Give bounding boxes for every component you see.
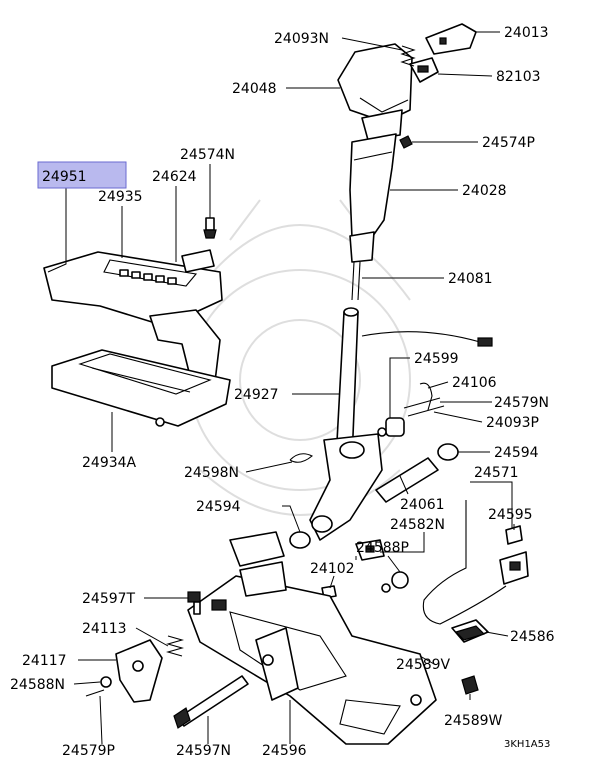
lever-boot-24028[interactable] [349, 133, 397, 263]
callout-24596[interactable]: 24596 [262, 743, 307, 759]
collar-24061[interactable] [375, 457, 439, 503]
callout-24935[interactable]: 24935 [98, 189, 143, 205]
callout-82103[interactable]: 82103 [496, 69, 541, 85]
lever-base-assembly[interactable] [309, 433, 383, 541]
callout-24624[interactable]: 24624 [152, 169, 197, 185]
connector-24586[interactable] [451, 619, 489, 643]
lever-rod-24081[interactable] [351, 261, 361, 301]
spring-24579N[interactable] [403, 397, 445, 417]
knob-button-24013[interactable] [425, 23, 477, 55]
cable-24599 [361, 331, 493, 347]
leader-lines [47, 31, 515, 745]
indicator-panel-24935[interactable] [43, 251, 223, 391]
callout-24595[interactable]: 24595 [488, 507, 533, 523]
clip-24598N[interactable] [289, 453, 313, 463]
callout-24589V[interactable]: 24589V [396, 657, 451, 673]
bushing-24093P[interactable] [377, 417, 405, 437]
lever-shaft-24927[interactable] [335, 307, 359, 461]
spring-24113[interactable] [165, 635, 185, 657]
lever-24117[interactable] [115, 639, 163, 703]
bracket-piece-24594[interactable] [229, 531, 285, 567]
callout-24061[interactable]: 24061 [400, 497, 445, 513]
callout-24934A[interactable]: 24934A [82, 455, 137, 471]
shift-knob[interactable] [337, 43, 413, 141]
pin-24579P[interactable] [85, 689, 105, 697]
callout-24574N[interactable]: 24574N [180, 147, 235, 163]
slide-plate-24934A[interactable] [51, 349, 231, 427]
screw-24574N[interactable] [203, 217, 217, 239]
callout-24594-right[interactable]: 24594 [494, 445, 539, 461]
callout-24598N[interactable]: 24598N [184, 465, 239, 481]
bushing-24594-right[interactable] [437, 443, 459, 461]
spring-24093N[interactable] [400, 45, 416, 67]
callout-24106[interactable]: 24106 [452, 375, 497, 391]
callout-24013[interactable]: 24013 [504, 25, 549, 41]
callout-24589W[interactable]: 24589W [444, 713, 503, 729]
callout-24597T[interactable]: 24597T [82, 591, 136, 607]
bolt-24597N[interactable] [173, 675, 249, 729]
diagram-code: 3KH1A53 [504, 739, 550, 750]
knob-switch-82103[interactable] [409, 57, 439, 83]
callout-24582N[interactable]: 24582N [390, 517, 445, 533]
screw-24574P[interactable] [399, 135, 413, 149]
switch-24582N[interactable] [355, 539, 385, 561]
callout-24927[interactable]: 24927 [234, 387, 279, 403]
callout-24117[interactable]: 24117 [22, 653, 67, 669]
callout-24571[interactable]: 24571 [474, 465, 519, 481]
callout-24579P[interactable]: 24579P [62, 743, 115, 759]
pin-24106[interactable] [419, 382, 433, 411]
bulb-socket-24624[interactable] [181, 249, 215, 273]
callout-24579N[interactable]: 24579N [494, 395, 549, 411]
callout-24093N[interactable]: 24093N [274, 31, 329, 47]
base-bracket-24596[interactable] [187, 561, 437, 745]
highlight-box [37, 161, 127, 189]
callout-24048[interactable]: 24048 [232, 81, 277, 97]
watermark-emblem [189, 199, 411, 516]
callout-24574P[interactable]: 24574P [482, 135, 535, 151]
callout-24588N[interactable]: 24588N [10, 677, 65, 693]
callout-24586[interactable]: 24586 [510, 629, 555, 645]
callout-24588P[interactable]: 24588P [356, 540, 409, 556]
nut-24588P[interactable] [381, 571, 409, 593]
callout-24113[interactable]: 24113 [82, 621, 127, 637]
callout-24081[interactable]: 24081 [448, 271, 493, 287]
callout-24599[interactable]: 24599 [414, 351, 459, 367]
callout-24102[interactable]: 24102 [310, 561, 355, 577]
callout-24594-left[interactable]: 24594 [196, 499, 241, 515]
callout-24951[interactable]: 24951 [42, 169, 87, 185]
callout-24597N[interactable]: 24597N [176, 743, 231, 759]
bolt-24597T[interactable] [187, 591, 227, 615]
callout-24028[interactable]: 24028 [462, 183, 507, 199]
clip-24589W[interactable] [461, 675, 479, 695]
callout-24093P[interactable]: 24093P [486, 415, 539, 431]
harness-24571[interactable] [422, 500, 529, 625]
bushing-24594-left[interactable] [289, 531, 311, 549]
washer-24588N[interactable] [100, 676, 112, 688]
